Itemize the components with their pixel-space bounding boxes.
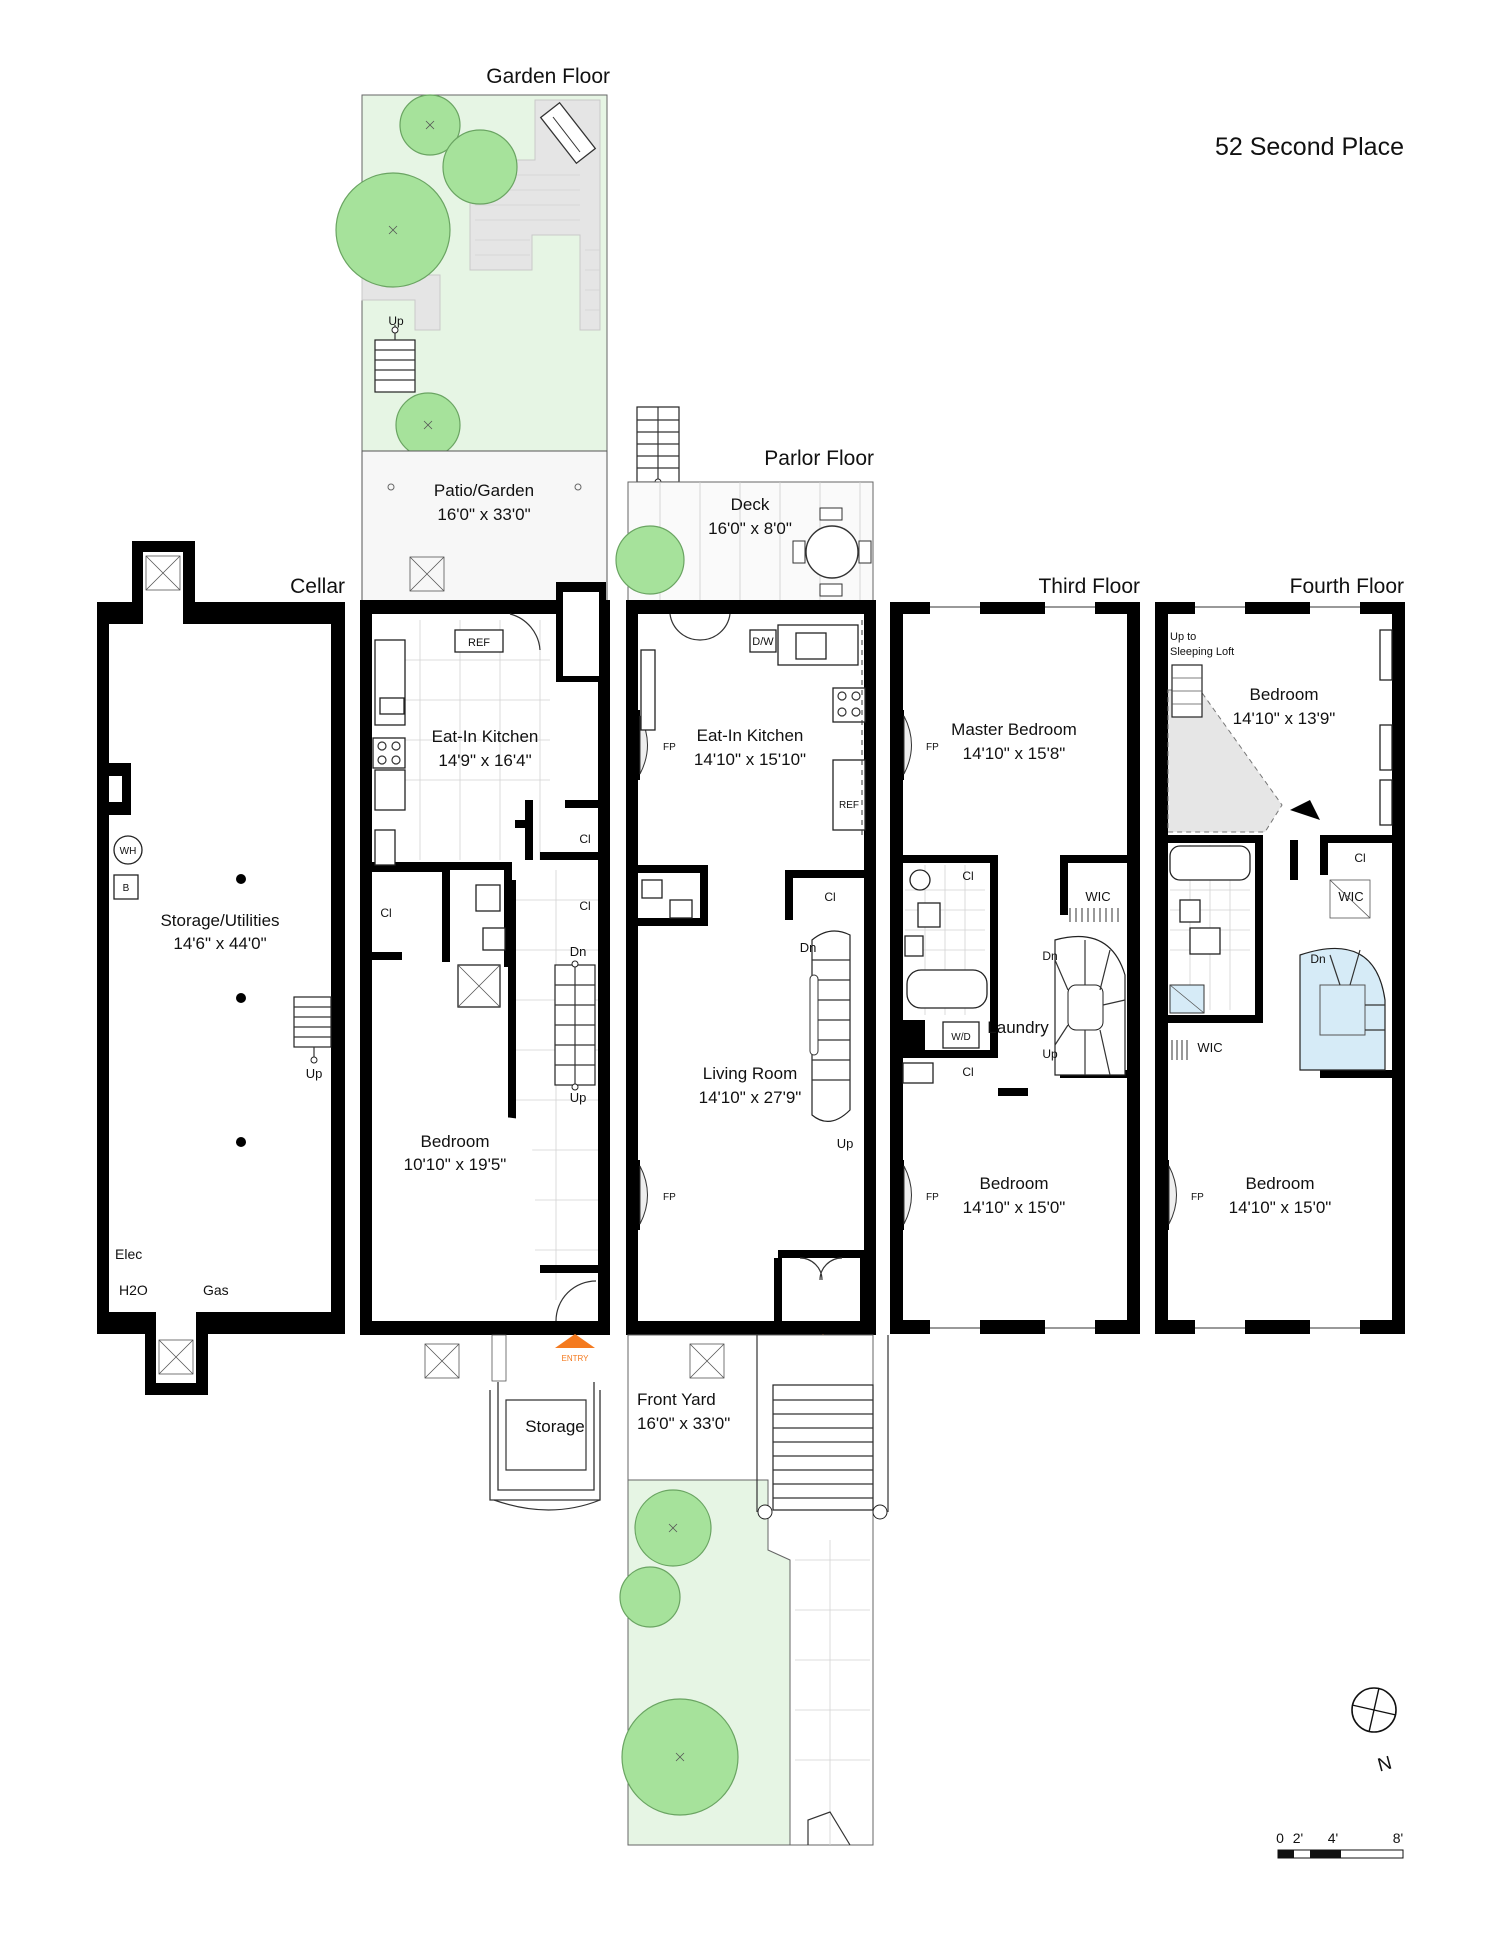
third-closet-label-2: Cl <box>962 1065 973 1079</box>
fourth-floor-label: Fourth Floor <box>1290 575 1404 598</box>
deck-name: Deck <box>731 495 770 514</box>
parlor-closet-label: Cl <box>824 890 835 904</box>
fourth-closet-label: Cl <box>1354 851 1365 865</box>
elec-label: Elec <box>115 1246 142 1262</box>
stoop-stairs <box>757 1384 888 1520</box>
fourth-floor-plan: Fourth Floor Up to Sleeping Loft Bedroom… <box>1155 575 1405 1336</box>
master-bedroom-name: Master Bedroom <box>951 720 1077 739</box>
parlor-up-label: Up <box>837 1136 854 1151</box>
b-label: B <box>123 883 130 894</box>
third-floor-plan: Third Floor FP FP W/D <box>890 575 1140 1336</box>
fourth-dn-label: Dn <box>1310 952 1325 966</box>
cellar-label: Cellar <box>290 575 345 598</box>
deck-table <box>805 525 859 579</box>
parlor-fp-label-2: FP <box>663 1192 676 1203</box>
cellar-stair <box>293 996 332 1064</box>
living-room-name: Living Room <box>703 1064 798 1083</box>
tree-icon <box>619 1566 681 1628</box>
garden-dn-label: Dn <box>570 944 587 959</box>
parlor-fp-label: FP <box>663 742 676 753</box>
garden-closet-label: Cl <box>579 832 590 846</box>
front-yard-name: Front Yard <box>637 1390 716 1409</box>
master-bedroom-dims: 14'10" x 15'8" <box>963 744 1066 763</box>
third-floor-label: Third Floor <box>1038 575 1140 598</box>
garden-floor-label: Garden Floor <box>486 65 610 88</box>
garden-floor-plan: Garden Floor Up <box>335 65 610 1511</box>
fourth-front-bedroom-dims: 14'10" x 15'0" <box>1229 1198 1332 1217</box>
scale-bar <box>1277 1849 1404 1859</box>
parlor-kitchen-name: Eat-In Kitchen <box>697 726 804 745</box>
deck-dims: 16'0" x 8'0" <box>708 519 792 538</box>
third-bedroom-dims: 14'10" x 15'0" <box>963 1198 1066 1217</box>
garden-kitchen-dims: 14'9" x 16'4" <box>438 751 531 770</box>
parlor-dn-label: Dn <box>800 940 817 955</box>
parlor-kitchen-dims: 14'10" x 15'10" <box>694 750 806 769</box>
compass-icon <box>1351 1687 1397 1733</box>
patio <box>361 450 608 609</box>
north-label: N <box>1376 1753 1395 1777</box>
garden-bedroom-dims: 10'10" x 19'5" <box>404 1155 507 1174</box>
cellar-plan: Cellar WH B Up Storage/Utilities 14'6" x… <box>97 541 345 1395</box>
garden-up-label: Up <box>388 314 404 328</box>
fourth-front-bedroom-name: Bedroom <box>1246 1174 1315 1193</box>
third-fp-label: FP <box>926 742 939 753</box>
sleeping-loft-area <box>1167 689 1283 833</box>
fourth-rear-bedroom-name: Bedroom <box>1250 685 1319 704</box>
garden-closet-label: Cl <box>380 906 391 920</box>
third-stair <box>1054 936 1126 1076</box>
storage-name: Storage <box>525 1417 585 1436</box>
dw-label: D/W <box>752 636 774 648</box>
property-title: 52 Second Place <box>1215 133 1404 161</box>
scale-2: 2' <box>1293 1830 1303 1846</box>
third-dn-label: Dn <box>1042 949 1057 963</box>
fourth-wic-label: WIC <box>1338 889 1363 904</box>
storage-utilities-dims: 14'6" x 44'0" <box>173 934 266 953</box>
patio-dims: 16'0" x 33'0" <box>437 505 530 524</box>
patio-name: Patio/Garden <box>434 481 534 500</box>
tree-icon <box>442 129 518 205</box>
garden-bedroom-name: Bedroom <box>421 1132 490 1151</box>
parlor-floor-plan: Parlor Floor Dn Deck 16'0" x 8'0" <box>615 406 889 1846</box>
living-room-dims: 14'10" x 27'9" <box>699 1088 802 1107</box>
parlor-floor-label: Parlor Floor <box>764 447 874 470</box>
garden-floor-stair <box>554 960 596 1091</box>
scale-0: 0 <box>1276 1830 1284 1846</box>
third-up-label: Up <box>1042 1047 1058 1061</box>
scale-8: 8' <box>1393 1830 1403 1846</box>
storage-utilities-name: Storage/Utilities <box>160 911 279 930</box>
h2o-label: H2O <box>119 1282 148 1298</box>
wd-label: W/D <box>951 1032 970 1043</box>
garden-ref-label: REF <box>468 637 490 649</box>
third-closet-label: Cl <box>962 869 973 883</box>
loft-label-line2: Sleeping Loft <box>1170 646 1234 658</box>
fourth-stair <box>1299 947 1386 1071</box>
garden-bench <box>539 101 597 165</box>
cellar-up-label: Up <box>306 1066 323 1081</box>
garden-stair <box>374 325 416 393</box>
tree-icon <box>615 525 685 595</box>
wh-label: WH <box>120 846 137 857</box>
water-heater <box>113 835 143 865</box>
parlor-stair <box>809 930 851 1122</box>
third-bedroom-name: Bedroom <box>980 1174 1049 1193</box>
boiler <box>113 874 139 900</box>
garden-up-label-2: Up <box>570 1090 587 1105</box>
laundry-name: Laundry <box>987 1018 1049 1037</box>
fourth-wic-label-2: WIC <box>1197 1040 1222 1055</box>
parlor-ref-label: REF <box>839 800 859 811</box>
scale-4: 4' <box>1328 1830 1338 1846</box>
fourth-rear-bedroom-dims: 14'10" x 13'9" <box>1233 709 1336 728</box>
third-fp-label-2: FP <box>926 1192 939 1203</box>
garden-entry-label: ENTRY <box>562 1354 590 1363</box>
loft-label-line1: Up to <box>1170 631 1196 643</box>
gas-label: Gas <box>203 1282 229 1298</box>
third-wic-label: WIC <box>1085 889 1110 904</box>
front-yard-dims: 16'0" x 33'0" <box>637 1414 730 1433</box>
deck-stair <box>636 406 680 486</box>
fourth-fp-label: FP <box>1191 1192 1204 1203</box>
garden-closet-label: Cl <box>579 899 590 913</box>
garden-kitchen-name: Eat-In Kitchen <box>432 727 539 746</box>
garden-entry-arrow-icon <box>555 1334 595 1348</box>
